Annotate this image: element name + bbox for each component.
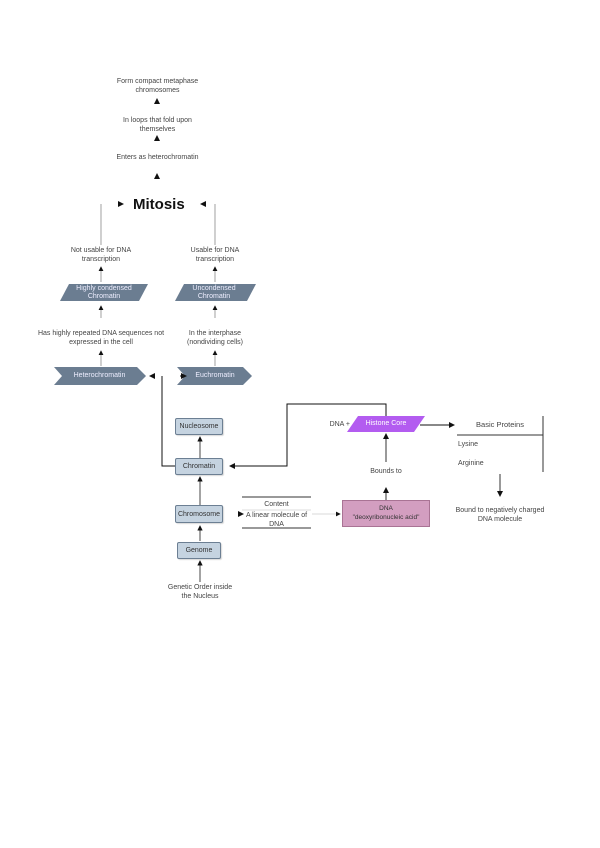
euchromatin-shape [177, 367, 252, 385]
heterochromatin-label: Heterochromatin [73, 372, 126, 379]
content-header: Content [264, 501, 289, 508]
protein-arginine: Arginine [458, 460, 484, 467]
top-chain-label-1: Form compact metaphase chromosomes [116, 78, 199, 94]
heterochromatin-shape [54, 367, 146, 385]
euchromatin-description: In the interphase (nondividing cells) [186, 330, 244, 346]
bounds-to-label: Bounds to [370, 468, 402, 475]
basic-proteins-header: Basic Proteins [476, 420, 524, 429]
highly-condensed-chromatin-label: Highly condensed Chromatin [76, 285, 132, 300]
uncondensed-chromatin-label: Uncondensed Chromatin [192, 285, 236, 300]
dna-box-subtitle: "deoxyribonucleic acid" [352, 514, 420, 521]
nucleosome-box[interactable]: Nucleosome [175, 418, 223, 435]
histone-core-shape [347, 416, 425, 432]
dna-box[interactable]: DNA "deoxyribonucleic acid" [342, 500, 430, 527]
chromatin-box[interactable]: Chromatin [175, 458, 223, 475]
top-chain-label-2: In loops that fold upon themselves [123, 117, 192, 133]
histone-core-label[interactable]: Histone Core [365, 420, 407, 427]
mitosis-title: Mitosis [133, 196, 185, 213]
top-chain-label-3: Enters as heterochromatin [116, 154, 199, 161]
genome-caption: Genetic Order inside the Nucleus [167, 584, 233, 600]
usable-label: Usable for DNA transcription [190, 247, 240, 263]
basic-proteins-caption: Bound to negatively charged DNA molecule [455, 507, 545, 523]
euchromatin-label: Euchromatin [195, 372, 235, 379]
highly-condensed-chromatin-shape [60, 284, 148, 301]
heterochromatin-description: Has highly repeated DNA sequences not ex… [37, 330, 165, 346]
not-usable-label: Not usable for DNA transcription [70, 247, 132, 263]
chromosome-box[interactable]: Chromosome [175, 505, 223, 523]
content-value: A linear molecule of DNA [245, 512, 308, 528]
protein-lysine: Lysine [458, 441, 478, 448]
dna-plus-label: DNA + [329, 421, 350, 428]
genome-box[interactable]: Genome [177, 542, 221, 559]
uncondensed-chromatin-shape [175, 284, 256, 301]
connector-histone-chromatin [229, 403, 387, 469]
dna-box-title: DNA [379, 505, 393, 512]
connector-chromatin-types [161, 376, 175, 467]
